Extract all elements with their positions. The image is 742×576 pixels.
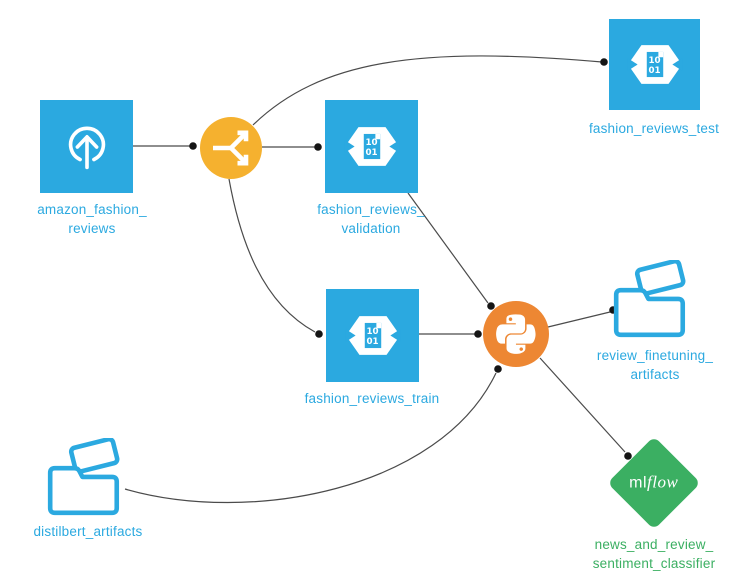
arrowhead-dot xyxy=(474,330,482,338)
arrowhead-dot xyxy=(494,365,502,373)
node-distilbert-artifacts[interactable] xyxy=(42,438,128,522)
upload-icon xyxy=(68,126,105,169)
node-split-step[interactable] xyxy=(200,117,262,179)
arrowhead-dot xyxy=(487,302,495,310)
edge-validation-to-python xyxy=(407,192,489,304)
arrowhead-dot xyxy=(315,330,323,338)
edge-python-to-artifacts xyxy=(547,311,611,328)
svg-text:01: 01 xyxy=(365,148,377,158)
node-fashion-reviews-train[interactable]: 10 01 xyxy=(326,289,419,382)
node-amazon-fashion-reviews[interactable] xyxy=(40,100,133,193)
edge-python-to-mlflow xyxy=(539,357,626,453)
folder-icon xyxy=(47,438,120,516)
svg-text:10: 10 xyxy=(648,56,660,66)
folder-icon xyxy=(613,260,686,338)
label-review-finetuning-artifacts: review_finetuning_ artifacts xyxy=(596,348,714,382)
label-amazon-fashion-reviews: amazon_fashion_ reviews xyxy=(37,202,147,236)
node-fashion-reviews-test[interactable]: 10 01 xyxy=(609,19,700,110)
label-distilbert-artifacts: distilbert_artifacts xyxy=(33,524,143,539)
binary-data-icon: 10 01 xyxy=(344,127,399,166)
node-python-step[interactable] xyxy=(483,301,549,367)
edge-split-to-test xyxy=(252,55,603,126)
edge-distilbert-to-python xyxy=(124,372,497,504)
label-fashion-reviews-train: fashion_reviews_train xyxy=(304,391,440,406)
python-icon xyxy=(496,314,536,354)
binary-data-icon: 10 01 xyxy=(627,45,682,84)
svg-text:01: 01 xyxy=(648,66,660,76)
svg-text:01: 01 xyxy=(366,337,378,347)
arrowhead-dot xyxy=(600,58,608,66)
edge-split-to-train xyxy=(228,178,316,333)
node-fashion-reviews-validation[interactable]: 10 01 xyxy=(325,100,418,193)
node-review-finetuning-artifacts[interactable] xyxy=(608,260,694,344)
arrowhead-dot xyxy=(314,143,322,151)
label-fashion-reviews-test: fashion_reviews_test xyxy=(588,121,720,136)
arrowhead-dot xyxy=(624,452,632,460)
svg-text:10: 10 xyxy=(366,327,378,337)
label-news-and-review-sentiment-classifier: news_and_review_ sentiment_classifier xyxy=(592,537,716,571)
label-fashion-reviews-validation: fashion_reviews_ validation xyxy=(317,202,425,236)
binary-data-icon: 10 01 xyxy=(345,316,400,355)
split-arrows-icon xyxy=(213,130,249,166)
svg-text:10: 10 xyxy=(365,138,377,148)
arrowhead-dot xyxy=(189,142,197,150)
mlflow-icon: mlflow xyxy=(629,473,679,492)
